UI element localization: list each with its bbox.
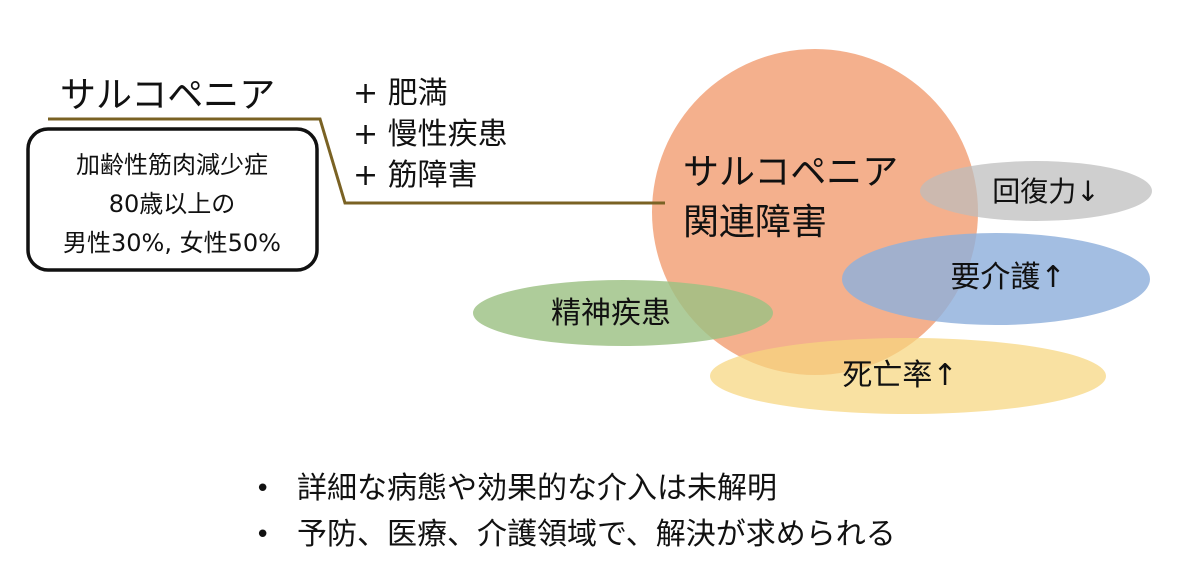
connector-line [48, 117, 665, 205]
care-label: 要介護↑ [950, 260, 1065, 295]
mental-ellipse [473, 280, 773, 346]
definition-line-2: 80歳以上の [109, 190, 236, 218]
plus-item-obesity: + 肥満 [353, 76, 448, 111]
plus-item-muscle-disorder: + 筋障害 [353, 158, 478, 193]
mental-label: 精神疾患 [551, 296, 671, 331]
bullet-item: • 予防、医療、介護領域で、解決が求められる [255, 512, 1155, 558]
plus-item-chronic-disease: + 慢性疾患 [353, 117, 508, 152]
care-ellipse [842, 233, 1150, 325]
left-title: サルコペニア [60, 75, 275, 116]
center-label-line-2: 関連障害 [683, 202, 827, 243]
recovery-label: 回復力↓ [992, 175, 1099, 208]
mortality-ellipse [710, 338, 1106, 414]
bullet-text: 予防、医療、介護領域で、解決が求められる [297, 517, 896, 552]
definition-line-1: 加齢性筋肉減少症 [76, 151, 268, 179]
bullet-item: • 詳細な病態や効果的な介入は未解明 [255, 466, 1155, 512]
recovery-ellipse [920, 161, 1152, 221]
bullet-text: 詳細な病態や効果的な介入は未解明 [297, 471, 777, 506]
definition-box [26, 127, 319, 272]
bullet-dot-icon: • [255, 474, 271, 504]
summary-bullets: • 詳細な病態や効果的な介入は未解明 • 予防、医療、介護領域で、解決が求められ… [255, 466, 1155, 558]
center-label-line-1: サルコペニア [683, 152, 898, 193]
mortality-label: 死亡率↑ [842, 358, 957, 393]
bullet-dot-icon: • [255, 520, 271, 550]
definition-line-3: 男性30%, 女性50% [63, 229, 281, 257]
